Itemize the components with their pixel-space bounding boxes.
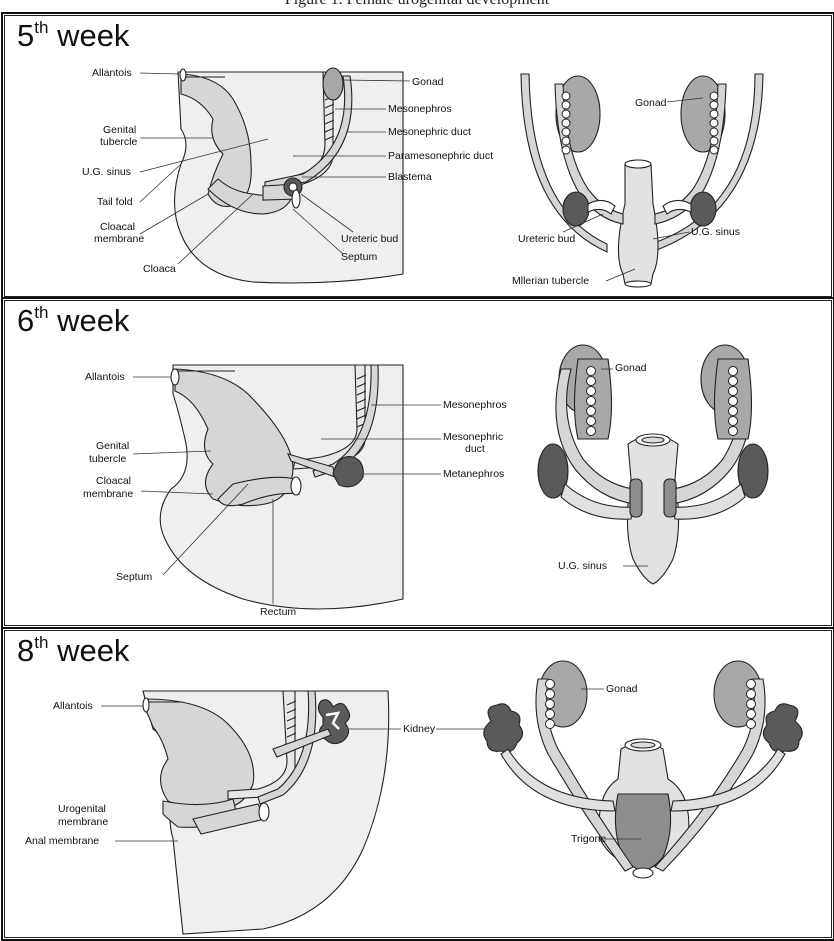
week5-diagram: Allantois Genital tubercle U.G. sinus Ta… — [3, 14, 833, 298]
label-mesonephros: Mesonephros — [388, 103, 452, 115]
label-kidney: Kidney — [403, 723, 436, 735]
top-caption: Figure 1. Female urogenital development — [0, 0, 834, 9]
label-trigone: Trigone — [571, 833, 606, 845]
label-genital-tubercle-line1: Genital — [103, 124, 136, 136]
label-genital-tubercle-line2: tubercle — [100, 136, 138, 148]
label-septum: Septum — [116, 571, 152, 583]
label-septum: Septum — [341, 251, 377, 263]
panel-5th-week: 5th week Allantois Genital — [1, 12, 834, 300]
label-genital-tubercle-line1: Genital — [96, 440, 129, 452]
label-gonad: Gonad — [615, 362, 647, 374]
label-paramesonephric-duct: Paramesonephric duct — [388, 150, 493, 162]
label-cloacal-membrane-line2: membrane — [83, 488, 133, 500]
label-urogenital-membrane-line2: membrane — [58, 816, 108, 828]
panel-6th-week: 6th week Allantois Genital tubercle — [1, 297, 834, 629]
week6-diagram: Allantois Genital tubercle Cloacal membr… — [3, 299, 833, 627]
label-mesonephric-duct-line1: Mesonephric — [443, 431, 503, 443]
label-ug-sinus: U.G. sinus — [558, 560, 607, 572]
label-cloacal-membrane-line1: Cloacal — [100, 221, 135, 233]
label-mesonephric-duct: Mesonephric duct — [388, 126, 471, 138]
label-allantois: Allantois — [92, 67, 132, 79]
label-urogenital-membrane-line1: Urogenital — [58, 803, 106, 815]
label-metanephros: Metanephros — [443, 468, 504, 480]
label-allantois: Allantois — [85, 371, 125, 383]
label-mesonephric-duct-line2: duct — [465, 443, 485, 455]
week8-diagram: Allantois Urogenital membrane Anal membr… — [3, 629, 833, 939]
week6-sagittal-view — [160, 365, 403, 609]
label-gonad: Gonad — [606, 683, 638, 695]
label-gonad: Gonad — [412, 76, 444, 88]
week8-frontal-view — [484, 661, 802, 878]
label-blastema: Blastema — [388, 171, 432, 183]
label-cloaca: Cloaca — [143, 263, 176, 275]
label-mesonephros: Mesonephros — [443, 399, 507, 411]
label-allantois: Allantois — [53, 700, 93, 712]
label-gonad-frontal: Gonad — [635, 97, 667, 109]
label-anal-membrane: Anal membrane — [25, 835, 99, 847]
label-rectum: Rectum — [260, 606, 296, 618]
panel-8th-week: 8th week Allantois Urogenital me — [1, 627, 834, 941]
label-cloacal-membrane-line1: Cloacal — [96, 475, 131, 487]
week6-frontal-view — [538, 345, 768, 584]
label-ug-sinus: U.G. sinus — [82, 166, 131, 178]
week8-sagittal-view — [143, 691, 389, 934]
label-ureteric-bud: Ureteric bud — [341, 233, 398, 245]
label-genital-tubercle-line2: tubercle — [89, 453, 127, 465]
label-cloacal-membrane-line2: membrane — [94, 233, 144, 245]
label-tail-fold: Tail fold — [97, 196, 133, 208]
label-mullerian-tubercle: Mllerian tubercle — [512, 275, 589, 287]
label-ureteric-bud-frontal: Ureteric bud — [518, 233, 575, 245]
label-ug-sinus-frontal: U.G. sinus — [691, 226, 740, 238]
